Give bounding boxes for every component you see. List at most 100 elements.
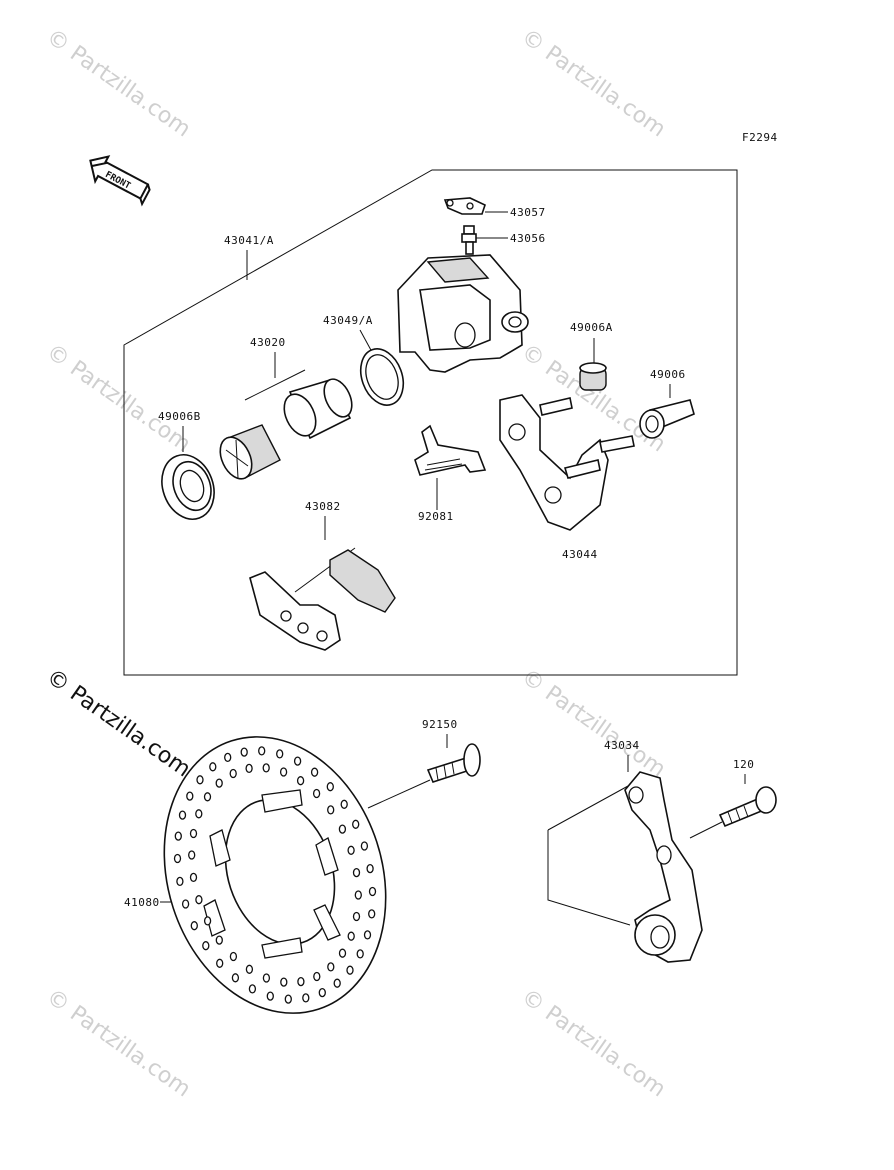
watermark: © Partzilla.com [517, 984, 670, 1102]
disc-vent-hole [310, 767, 319, 777]
disc-vent-hole [209, 762, 217, 772]
piston-seal-part [359, 348, 405, 406]
disc-vent-hole [302, 993, 310, 1003]
watermark: © Partzilla.com [42, 339, 195, 457]
disc-vent-hole [189, 828, 198, 839]
diagram-code: F2294 [742, 131, 778, 144]
disc-vent-hole [326, 782, 334, 792]
disc-vent-hole [368, 886, 377, 897]
callout-49006: 49006 [650, 368, 686, 381]
callout-43041a: 43041/A [224, 234, 274, 247]
disc-bolt-part [426, 743, 481, 783]
disc-vent-hole [224, 752, 232, 763]
disc-vent-hole [333, 978, 341, 988]
disc-vent-hole [346, 965, 354, 975]
disc-vent-hole [258, 746, 266, 756]
piston-part [283, 378, 353, 440]
disc-vent-hole [245, 964, 254, 974]
disc-vent-hole [313, 971, 321, 982]
disc-vent-hole [360, 841, 369, 851]
bleeder-valve-part [461, 225, 477, 255]
disc-vent-hole [347, 931, 355, 941]
disc-vent-hole [186, 791, 194, 801]
disc-vent-hole [366, 863, 374, 874]
watermark: © Partzilla.com [42, 984, 195, 1102]
disc-vent-hole [245, 763, 253, 774]
disc-vent-hole [327, 805, 335, 815]
disc-vent-holes [173, 746, 377, 1004]
disc-vent-hole [188, 850, 196, 860]
disc-vent-hole [215, 935, 223, 945]
piston-inner-part [219, 424, 281, 480]
disc-vent-hole [196, 775, 204, 785]
brake-pad-part [249, 549, 396, 651]
disc-vent-hole [216, 958, 224, 968]
disc-vent-hole [280, 977, 288, 987]
watermark: © Partzilla.com [517, 664, 670, 782]
callout-120: 120 [733, 758, 754, 771]
disc-vent-hole [176, 876, 184, 887]
disc-vent-hole [338, 824, 347, 834]
pad-spring-part [443, 197, 486, 215]
disc-vent-hole [340, 799, 348, 809]
disc-vent-hole [356, 949, 364, 959]
disc-vent-hole [215, 778, 223, 788]
callout-49006a: 49006A [570, 321, 613, 334]
disc-vent-hole [293, 756, 302, 766]
callout-49006b: 49006B [158, 410, 201, 423]
disc-vent-hole [276, 749, 284, 759]
disc-vent-hole [195, 895, 203, 905]
disc-vent-hole [174, 831, 182, 841]
disc-vent-hole [266, 991, 274, 1001]
disc-vent-hole [202, 941, 210, 951]
disc-vent-hole [203, 792, 212, 802]
callout-43082: 43082 [305, 500, 341, 513]
disc-vent-hole [240, 747, 248, 757]
caliper-body [397, 254, 529, 373]
callout-92150: 92150 [422, 718, 458, 731]
watermark-dark: © Partzilla.com [42, 664, 195, 782]
boot-a-part [579, 362, 607, 391]
disc-vent-hole [189, 872, 198, 883]
callout-43056: 43056 [510, 232, 546, 245]
disc-vent-hole [368, 909, 376, 919]
disc-vent-hole [231, 973, 240, 983]
callout-43044: 43044 [562, 548, 598, 561]
callout-92081: 92081 [418, 510, 454, 523]
disc-vent-hole [190, 921, 198, 931]
disc-vent-hole [352, 911, 361, 922]
disc-vent-hole [338, 948, 347, 958]
disc-vent-hole [203, 916, 212, 926]
disc-vent-hole [318, 987, 326, 998]
disc-vent-hole [312, 788, 321, 799]
boot-b-part [161, 454, 215, 520]
callout-41080: 41080 [124, 896, 160, 909]
disc-vent-hole [363, 930, 372, 940]
disc-vent-hole [262, 763, 270, 773]
front-arrow-icon: FRONT [89, 155, 151, 207]
disc-vent-hole [173, 853, 182, 864]
callout-43057: 43057 [510, 206, 546, 219]
boot-part [639, 399, 695, 439]
watermark: © Partzilla.com [517, 24, 670, 142]
caliper-holder-part [499, 394, 635, 531]
disc-vent-hole [279, 767, 288, 777]
disc-vent-hole [296, 776, 305, 786]
disc-vent-hole [195, 809, 203, 819]
caliper-assembly-box [123, 169, 738, 676]
disc-vent-hole [284, 994, 292, 1004]
disc-vent-hole [347, 845, 355, 855]
disc-vent-hole [229, 951, 238, 962]
disc-vent-hole [248, 984, 257, 994]
bracket-bolt-part [718, 786, 777, 828]
disc-vent-hole [352, 867, 361, 878]
mounting-bracket-part [547, 771, 703, 963]
disc-vent-hole [327, 962, 335, 972]
callout-43049a: 43049/A [323, 314, 373, 327]
watermark: © Partzilla.com [42, 24, 195, 142]
disc-vent-hole [352, 819, 360, 829]
disc-vent-hole [354, 890, 362, 900]
disc-vent-hole [181, 899, 190, 909]
disc-vent-hole [229, 768, 237, 779]
